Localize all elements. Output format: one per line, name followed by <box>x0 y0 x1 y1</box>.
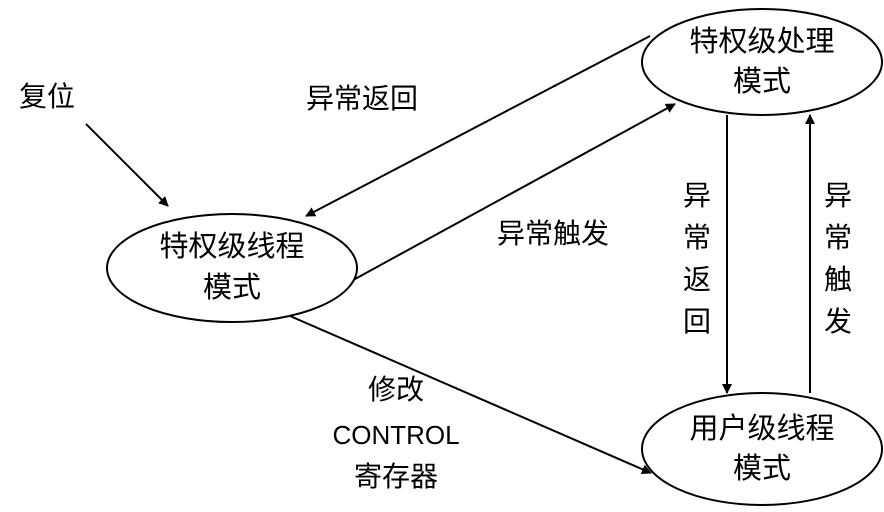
privileged-thread-mode-line1: 特权级线程 <box>159 229 304 263</box>
exception-trigger-label: 异常触发 <box>497 217 609 250</box>
thread-to-user-control-arrow <box>289 315 652 474</box>
user-thread-mode-line2: 模式 <box>733 451 791 485</box>
privileged-handler-mode-line2: 模式 <box>733 64 791 98</box>
handler-to-thread-return-arrow <box>305 35 651 217</box>
exception-trigger-char: 发 <box>824 305 852 338</box>
modify-control-register-label: 修改 CONTROL 寄存器 <box>332 373 459 493</box>
privileged-thread-mode-node: 特权级线程 模式 <box>106 213 358 323</box>
reset-label: 复位 <box>19 80 75 113</box>
user-thread-mode-node: 用户级线程 模式 <box>641 392 883 506</box>
control-label-line: CONTROL <box>332 420 459 450</box>
exception-return-char: 常 <box>683 221 711 254</box>
exception-trigger-char: 触 <box>824 263 852 296</box>
privileged-handler-mode-node: 特权级处理 模式 <box>641 8 883 116</box>
user-thread-mode-line1: 用户级线程 <box>689 411 834 445</box>
thread-to-handler-trigger-arrow <box>343 103 676 286</box>
exception-return-vertical-label: 异 常 返 回 <box>683 179 711 338</box>
privileged-thread-mode-ellipse <box>106 213 358 323</box>
reset-arrow <box>85 123 169 207</box>
exception-trigger-char: 异 <box>824 179 852 212</box>
register-label-line: 寄存器 <box>354 460 438 493</box>
modify-label-line: 修改 <box>368 373 424 406</box>
privileged-thread-mode-line2: 模式 <box>203 270 261 304</box>
exception-return-char: 异 <box>683 179 711 212</box>
exception-trigger-vertical-label: 异 常 触 发 <box>824 179 852 338</box>
user-thread-mode-ellipse <box>641 392 883 506</box>
exception-return-char: 回 <box>683 305 711 338</box>
exception-trigger-char: 常 <box>824 221 852 254</box>
exception-return-label: 异常返回 <box>306 82 418 115</box>
exception-return-char: 返 <box>683 263 711 296</box>
privileged-handler-mode-line1: 特权级处理 <box>689 24 834 58</box>
privileged-handler-mode-ellipse <box>641 8 883 116</box>
